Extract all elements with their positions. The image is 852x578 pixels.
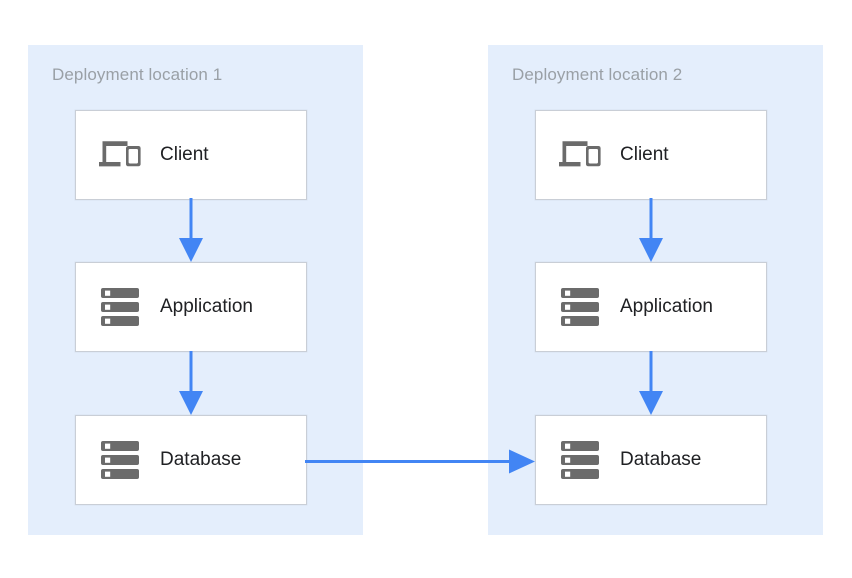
server-icon [558,284,604,330]
node-client-1-label: Client [160,144,209,165]
node-application-1[interactable]: Application [75,262,307,352]
database-server-icon [98,437,144,483]
node-application-1-label: Application [160,296,253,317]
server-icon [98,284,144,330]
node-client-1[interactable]: Client [75,110,307,200]
devices-icon [98,132,144,178]
zone-2-title: Deployment location 2 [512,65,683,84]
node-application-2-label: Application [620,296,713,317]
zone-1-title: Deployment location 1 [52,65,223,84]
node-database-2-label: Database [620,449,702,470]
node-database-1-label: Database [160,449,242,470]
node-application-2[interactable]: Application [535,262,767,352]
devices-icon [558,132,604,178]
node-client-2[interactable]: Client [535,110,767,200]
database-server-icon [558,437,604,483]
node-database-1[interactable]: Database [75,415,307,505]
node-client-2-label: Client [620,144,669,165]
node-database-2[interactable]: Database [535,415,767,505]
